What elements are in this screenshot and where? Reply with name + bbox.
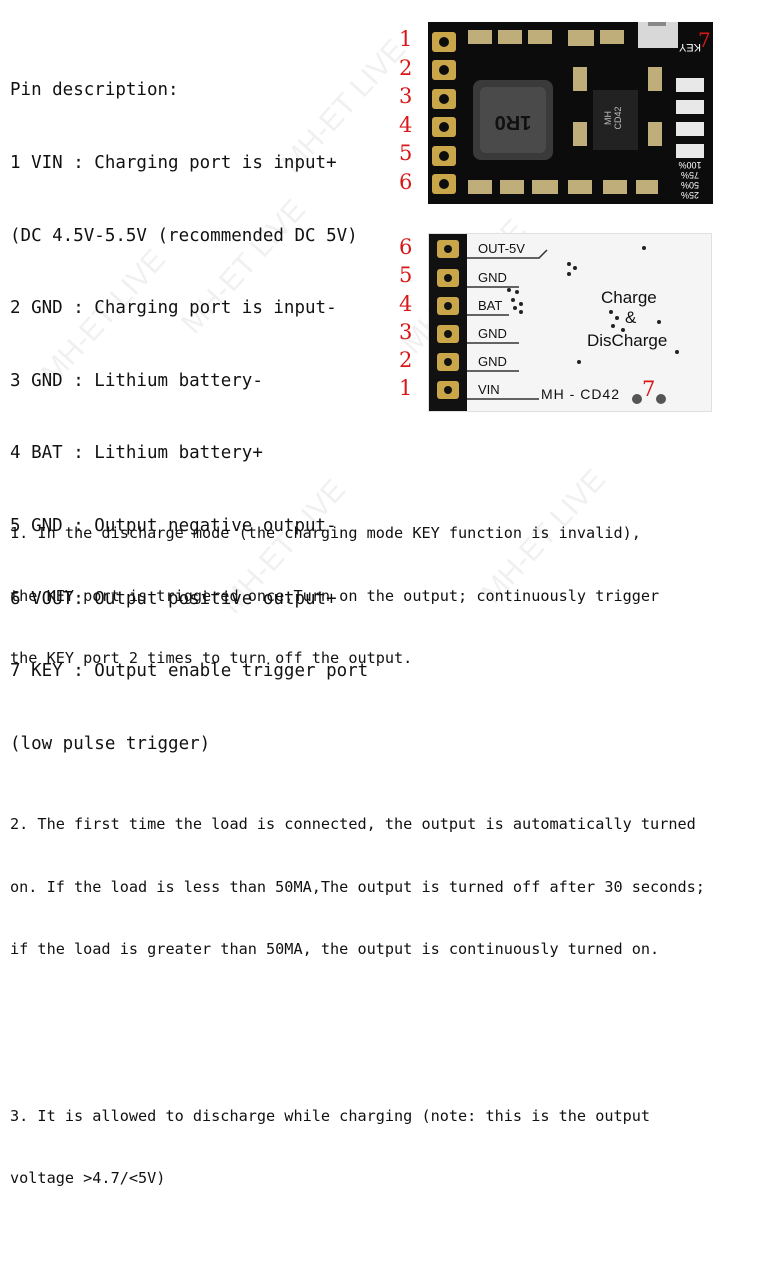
note-paragraph: 2. The first time the load is connected,…	[10, 773, 705, 1002]
note-line: 2. The first time the load is connected,…	[10, 815, 696, 834]
pin-line: 4 BAT : Lithium battery+	[10, 443, 263, 464]
bottom-pin-number: 6	[399, 235, 413, 259]
pad-label: GND	[478, 354, 507, 369]
key-label: KEY	[678, 41, 701, 53]
pin-line: 6 VOUT: Output positive output+	[10, 588, 337, 609]
chip-label: CD42	[613, 106, 623, 129]
board-title: Charge	[601, 288, 657, 307]
note-line: if the load is greater than 50MA, the ou…	[10, 940, 660, 959]
pad-label: OUT-5V	[478, 241, 525, 256]
note-line: voltage >4.7/<5V)	[10, 1168, 166, 1187]
percent-label: 50%	[681, 180, 699, 190]
pin-line: 3 GND : Lithium battery-	[10, 370, 263, 391]
inductor-label: 1R0	[495, 111, 532, 133]
top-pin-number: 4	[399, 113, 413, 137]
note-line: the KEY port 2 times to turn off the out…	[10, 648, 413, 667]
pad-label: BAT	[478, 298, 503, 313]
pad-label: VIN	[478, 382, 500, 397]
note-line: 1. In the discharge mode (the charging m…	[10, 524, 641, 543]
note-line: on. If the load is less than 50MA,The ou…	[10, 877, 705, 896]
percent-label: 100%	[678, 160, 701, 170]
note-paragraph: 3. It is allowed to discharge while char…	[10, 1064, 705, 1230]
top-pin-number: 1	[399, 27, 413, 51]
key-number: 7	[698, 28, 711, 52]
percent-label: 25%	[681, 190, 699, 200]
board-title: &	[625, 308, 637, 327]
top-pin-number: 2	[399, 56, 413, 80]
bottom-pin-number: 4	[399, 292, 413, 316]
bottom-pin-number: 5	[399, 263, 413, 287]
percent-label: 75%	[681, 170, 699, 180]
top-pin-number: 5	[399, 141, 413, 165]
bottom-board: OUT-5V GND BAT GND GND VIN Charge & DisC…	[428, 233, 712, 412]
key-number: 7	[642, 377, 656, 401]
board-model: MH - CD42	[541, 386, 621, 402]
chip-label: MH	[603, 111, 613, 125]
note-line: the KEY port is triggered once,Turn on t…	[10, 586, 660, 605]
top-pin-number: 3	[399, 84, 413, 108]
note-paragraph: 1. In the discharge mode (the charging m…	[10, 482, 705, 711]
notes: 1. In the discharge mode (the charging m…	[10, 440, 705, 1272]
board-title: DisCharge	[587, 331, 668, 350]
note-line: 3. It is allowed to discharge while char…	[10, 1106, 651, 1125]
bottom-pin-number: 2	[399, 348, 413, 372]
pin-line: 2 GND : Charging port is input-	[10, 298, 337, 319]
bottom-pin-number: 1	[399, 376, 413, 400]
pin-line: 5 GND : Output negative output-	[10, 515, 337, 536]
pad-label: GND	[478, 326, 507, 341]
pin-description-title: Pin description:	[10, 80, 179, 101]
pin-line: 1 VIN : Charging port is input+	[10, 153, 337, 173]
bottom-pin-number: 3	[399, 320, 413, 344]
pin-line: (DC 4.5V-5.5V (recommended DC 5V)	[10, 225, 358, 246]
top-board: 1R0 MH CD42 KEY 7 100% 75% 50% 25%	[428, 22, 713, 204]
top-pin-number: 6	[399, 170, 413, 194]
pad-label: GND	[478, 270, 507, 285]
